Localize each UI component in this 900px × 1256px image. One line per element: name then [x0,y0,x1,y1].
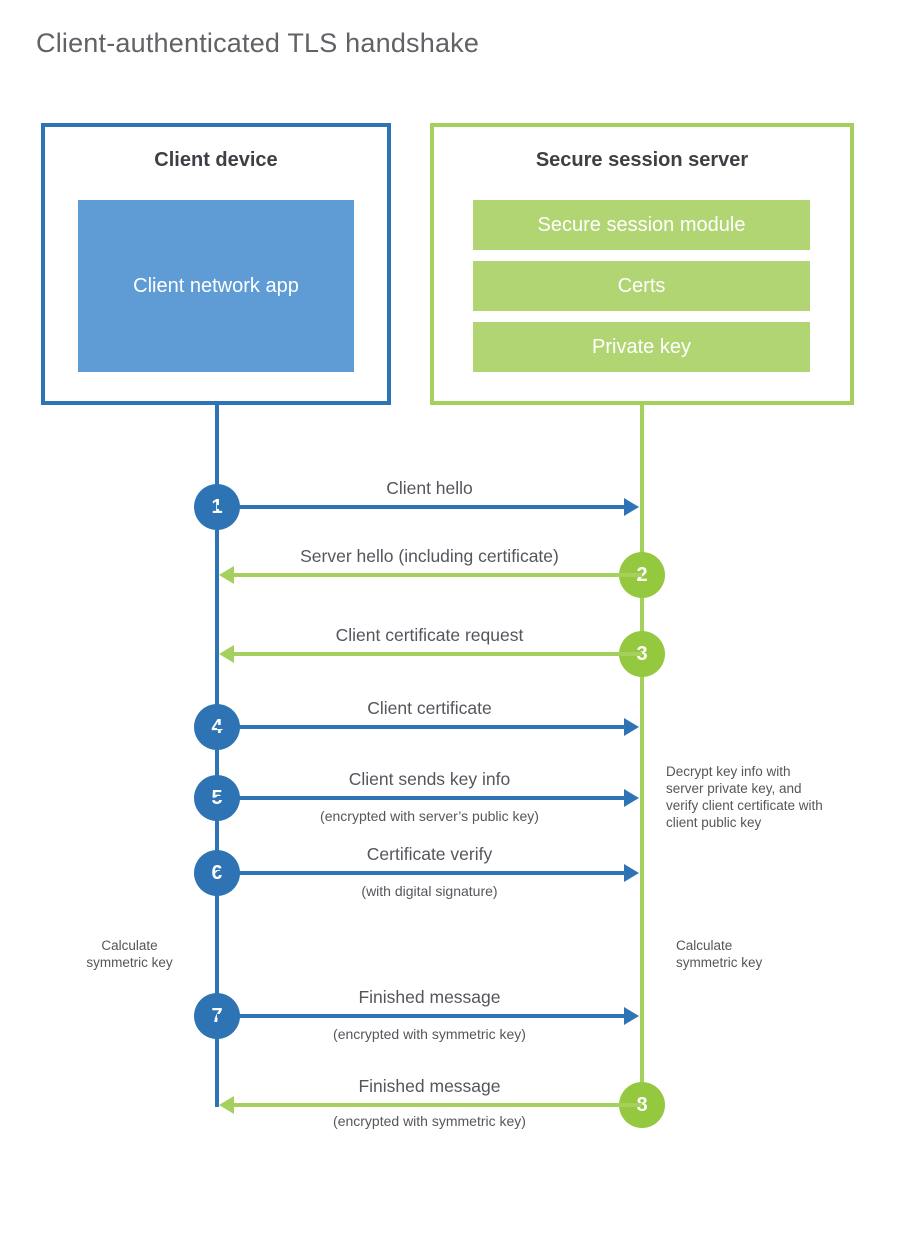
client-network-app-box: Client network app [78,200,354,372]
arrow-left-icon [219,1096,234,1114]
secure-session-server-box: Secure session server Secure session mod… [430,123,854,405]
note-calculate-symmetric-key-server: Calculate symmetric key [676,938,763,970]
arrow-line [217,1014,624,1018]
arrow-line [217,505,624,509]
arrow-right-icon [624,498,639,516]
message-label: Client hello [386,478,473,498]
arrow-right-icon [624,864,639,882]
message-sublabel: (encrypted with symmetric key) [333,1113,526,1129]
client-device-title: Client device [154,149,278,171]
message-label: Server hello (including certificate) [300,546,559,566]
client-lifeline [215,405,219,1107]
server-module-bar: Secure session module [473,200,810,250]
server-lifeline [640,405,644,1107]
message-label: Finished message [358,987,501,1007]
server-module-bar: Certs [473,261,810,311]
server-module-bar: Private key [473,322,810,372]
message-sublabel: (with digital signature) [361,883,498,899]
note-calculate-symmetric-key-client: Calculate symmetric key [86,938,173,970]
message-sublabel: (encrypted with symmetric key) [333,1026,526,1042]
secure-session-server-title: Secure session server [535,149,749,171]
message-sublabel: (encrypted with server’s public key) [320,808,539,824]
message-label: Client sends key info [348,769,511,789]
message-label: Client certificate request [335,625,524,645]
arrow-left-icon [219,645,234,663]
message-label: Certificate verify [366,844,493,864]
arrow-line [234,1103,642,1107]
arrow-right-icon [624,1007,639,1025]
client-network-app-label: Client network app [133,275,299,297]
note-decrypt-key-info: Decrypt key info with server private key… [666,764,823,830]
arrow-line [217,725,624,729]
page-title: Client-authenticated TLS handshake [36,28,480,58]
client-device-box: Client device Client network app [41,123,391,405]
arrow-line [217,796,624,800]
step-circle-8: 8 [619,1082,665,1128]
message-label: Client certificate [367,698,492,718]
arrow-line [234,573,642,577]
arrow-line [217,871,624,875]
arrow-right-icon [624,718,639,736]
arrow-line [234,652,642,656]
arrow-left-icon [219,566,234,584]
step-circle-2: 2 [619,552,665,598]
message-label: Finished message [358,1076,501,1096]
arrow-right-icon [624,789,639,807]
